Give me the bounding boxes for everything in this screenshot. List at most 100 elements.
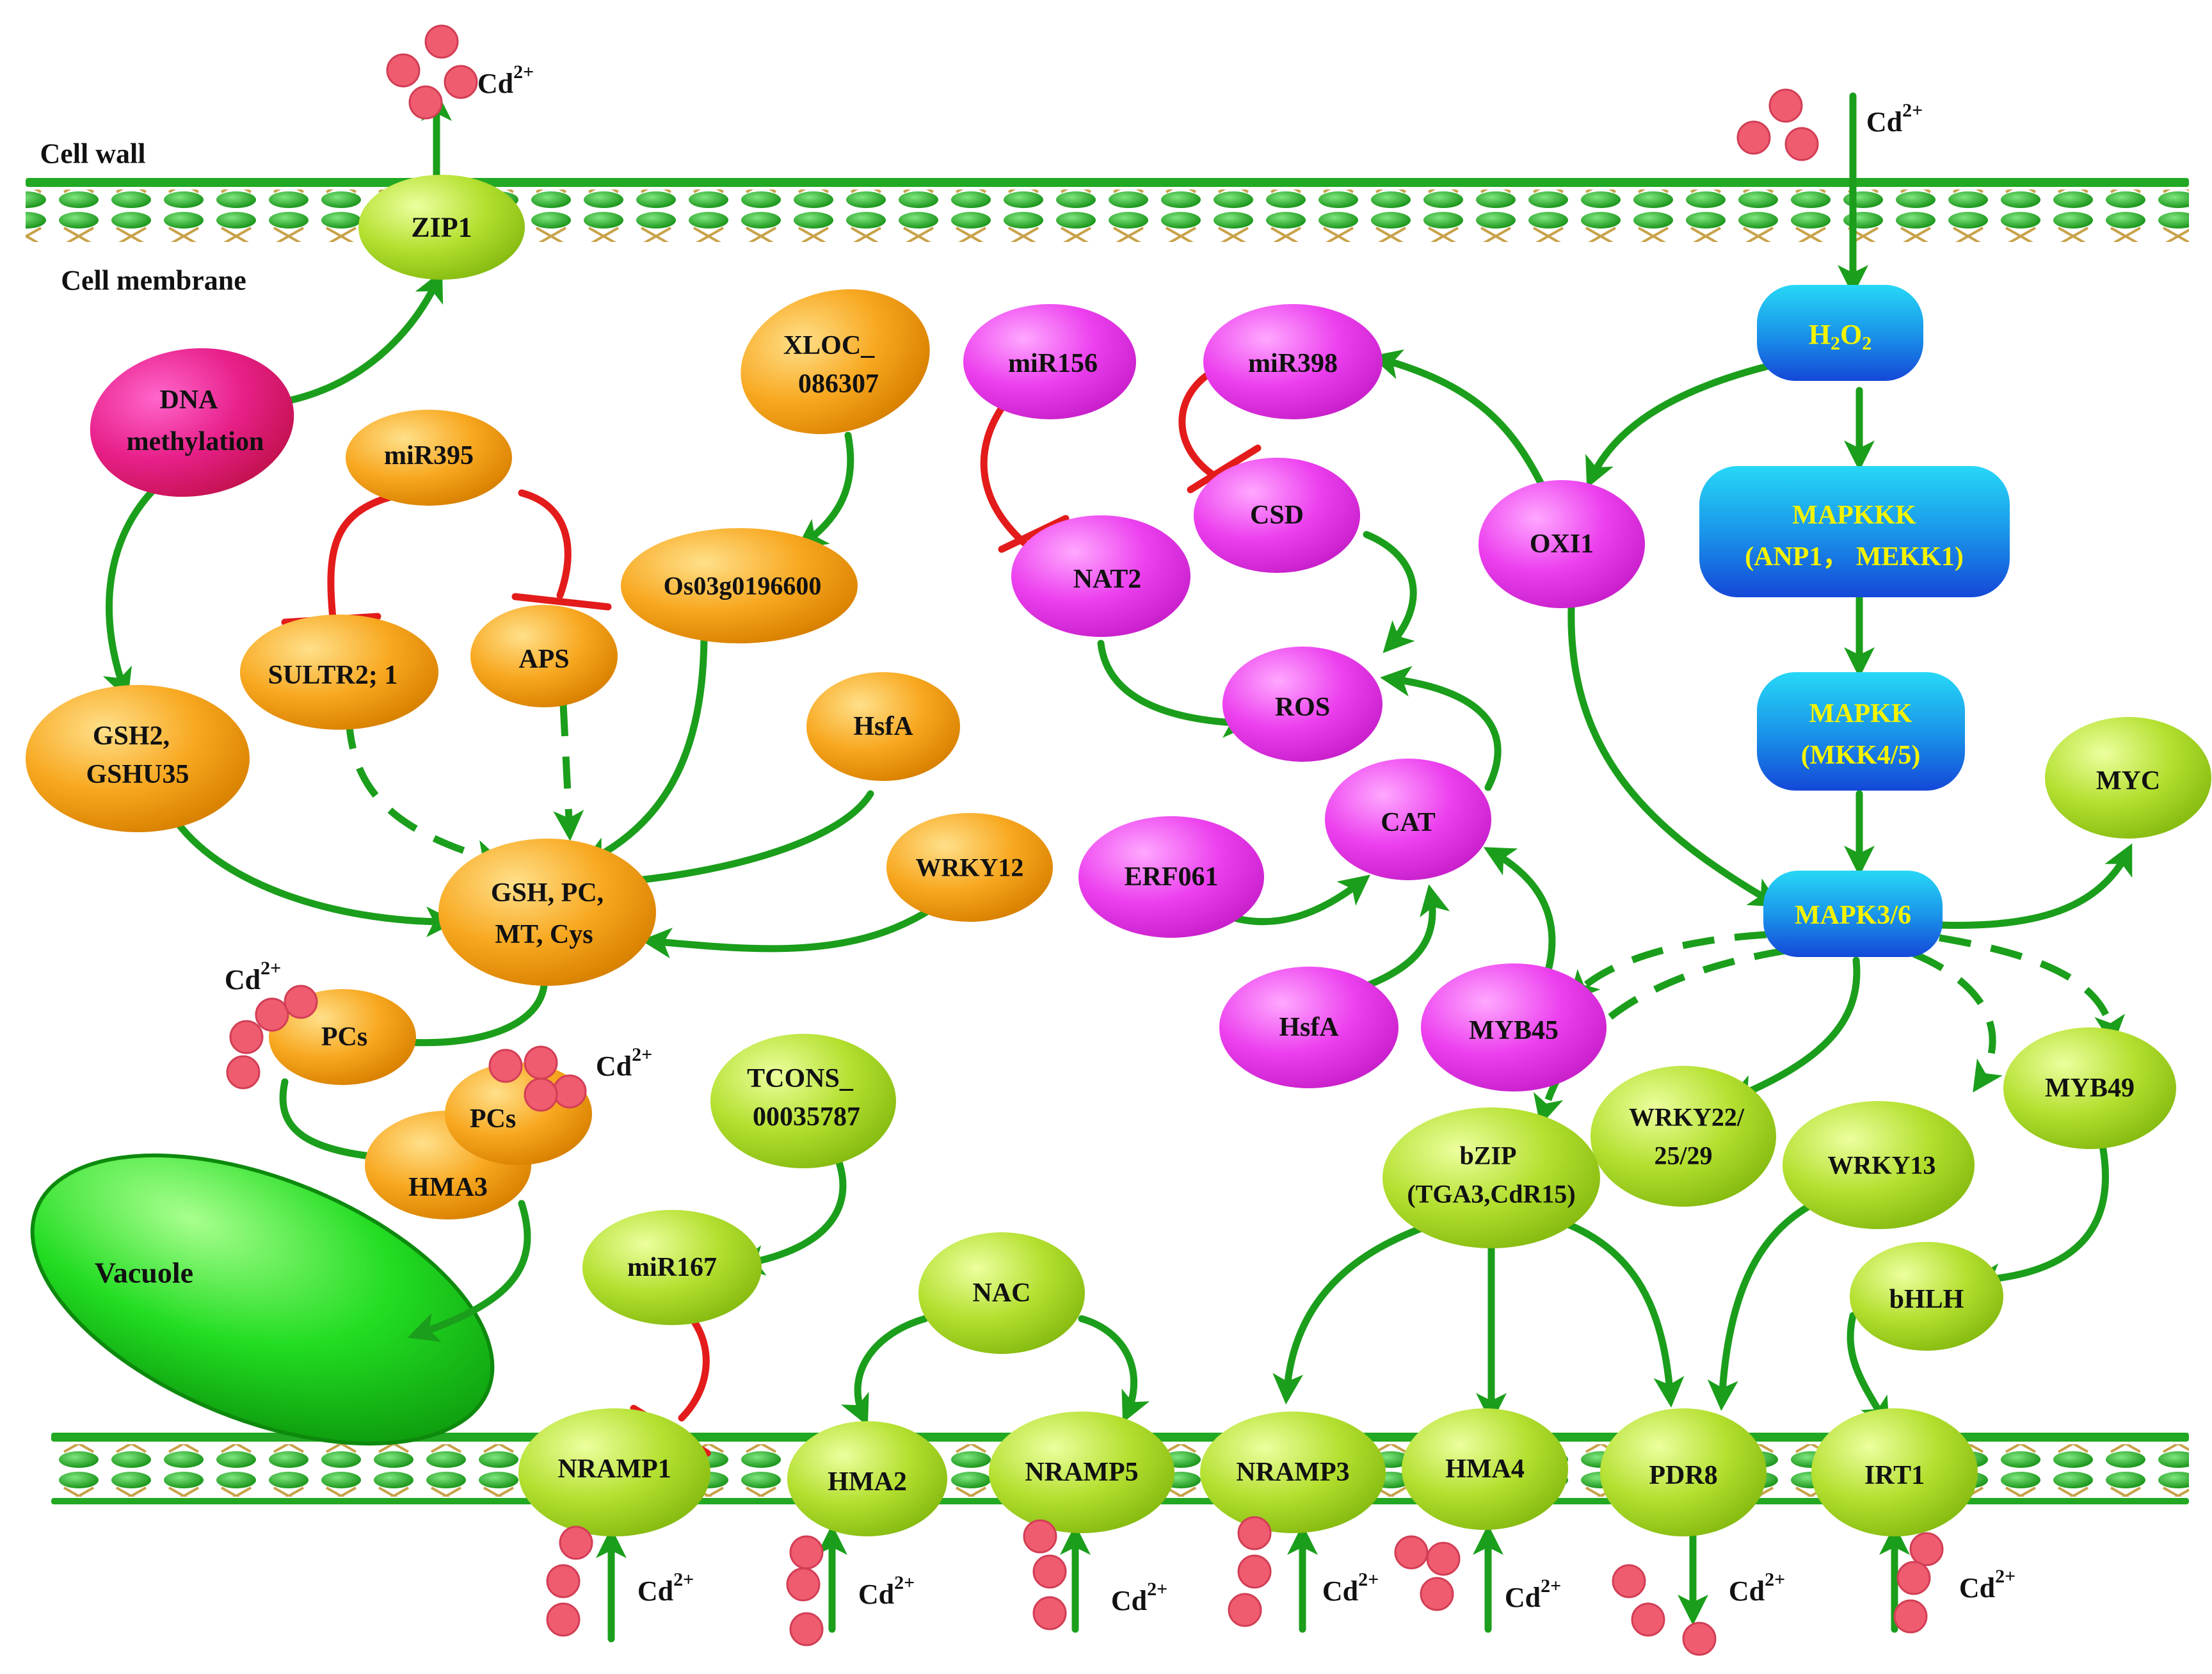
svg-text:25/29: 25/29 <box>1654 1141 1712 1170</box>
node-myb49[interactable]: MYB49 <box>2003 1027 2176 1149</box>
svg-text:methylation: methylation <box>127 427 264 456</box>
node-hma2[interactable]: HMA2 <box>787 1421 947 1536</box>
node-aps[interactable]: APS <box>470 605 618 707</box>
node-h2o2[interactable]: H2O2 <box>1757 285 1923 381</box>
inhibit-mir156-nat2 <box>980 399 1028 547</box>
node-mir167[interactable]: miR167 <box>582 1210 762 1325</box>
svg-text:00035787: 00035787 <box>753 1102 860 1132</box>
node-nat2[interactable]: NAT2 <box>1011 515 1190 637</box>
node-hma4[interactable]: HMA4 <box>1402 1408 1568 1530</box>
arrow-sultr-gsh <box>345 716 505 870</box>
arrow-hsfa-gsh <box>589 790 874 898</box>
node-hsfa-right[interactable]: HsfA <box>1219 967 1399 1088</box>
cd-label-hma2: Cd2+ <box>858 1572 915 1610</box>
node-mir398[interactable]: miR398 <box>1203 304 1382 419</box>
svg-text:XLOC_: XLOC_ <box>783 331 875 360</box>
node-dna-methylation[interactable]: DNA methylation <box>81 335 304 510</box>
arrow-hsfa-cat <box>1363 884 1450 990</box>
node-nramp1[interactable]: NRAMP1 <box>518 1408 710 1536</box>
node-cat[interactable]: CAT <box>1325 759 1491 880</box>
inhibit-mir398-csd-bar <box>1187 444 1262 494</box>
node-pdr8[interactable]: PDR8 <box>1600 1408 1767 1536</box>
node-gsh-pc[interactable]: GSH, PC, MT, Cys <box>438 839 656 986</box>
node-ros[interactable]: ROS <box>1222 647 1382 762</box>
svg-text:APS: APS <box>518 645 569 674</box>
node-sultr[interactable]: SULTR2; 1 <box>240 615 438 730</box>
arrow-mapk-myb49 <box>1939 934 2126 1046</box>
cd-ion-cluster-pdr8 <box>1612 1564 1717 1656</box>
arrow-dna-gsh2 <box>102 486 157 700</box>
svg-text:miR398: miR398 <box>1248 349 1338 378</box>
cd-ion-cluster-pcs1 <box>226 985 318 1090</box>
svg-text:IRT1: IRT1 <box>1864 1461 1925 1490</box>
cd-ion-cluster-nramp1 <box>546 1525 593 1637</box>
arrow-hma3-vacuole <box>407 1200 531 1342</box>
node-mir395[interactable]: miR395 <box>346 410 512 506</box>
cd-label-zip1: Cd2+ <box>477 61 534 99</box>
node-os03g[interactable]: Os03g0196600 <box>621 528 858 643</box>
svg-text:MT, Cys: MT, Cys <box>495 920 593 949</box>
node-wrky22[interactable]: WRKY22/ 25/29 <box>1591 1066 1776 1207</box>
node-oxi1[interactable]: OXI1 <box>1479 480 1645 608</box>
arrow-nac-nramp5 <box>1078 1315 1150 1423</box>
node-gsh2[interactable]: GSH2, GSHU35 <box>26 685 250 832</box>
svg-text:Vacuole: Vacuole <box>95 1257 193 1289</box>
svg-text:HsfA: HsfA <box>1279 1013 1339 1042</box>
node-mapkk[interactable]: MAPKK (MKK4/5) <box>1757 672 1965 791</box>
cd-label-pcs1: Cd2+ <box>225 958 281 995</box>
svg-text:miR395: miR395 <box>384 441 474 471</box>
cd-label-top-right: Cd2+ <box>1866 100 1923 138</box>
inhibit-mir395-aps <box>518 489 572 599</box>
svg-text:PDR8: PDR8 <box>1649 1461 1717 1490</box>
cd-ions <box>226 24 1944 1656</box>
svg-text:GSH2,: GSH2, <box>93 721 170 751</box>
node-zip1[interactable]: ZIP1 <box>358 175 525 280</box>
svg-text:(MKK4/5): (MKK4/5) <box>1801 741 1921 770</box>
node-nac[interactable]: NAC <box>918 1232 1085 1354</box>
svg-text:bZIP: bZIP <box>1460 1141 1517 1170</box>
node-myc[interactable]: MYC <box>2045 717 2211 839</box>
arrow-cat-ros <box>1380 666 1502 791</box>
cd-ion-cluster-hma4 <box>1394 1535 1461 1611</box>
node-tcons[interactable]: TCONS_ 00035787 <box>710 1034 896 1168</box>
svg-text:WRKY22/: WRKY22/ <box>1629 1103 1745 1132</box>
cd-label-irt1: Cd2+ <box>1959 1566 2016 1604</box>
cd-label-nramp1: Cd2+ <box>637 1569 694 1607</box>
cd-label-nramp3: Cd2+ <box>1322 1569 1379 1607</box>
cd-ion-cluster-top-right <box>1736 88 1819 161</box>
svg-text:ROS: ROS <box>1275 693 1330 722</box>
node-xloc[interactable]: XLOC_ 086307 <box>725 269 947 455</box>
svg-text:GSHU35: GSHU35 <box>86 760 189 789</box>
node-wrky13[interactable]: WRKY13 <box>1783 1101 1975 1229</box>
node-irt1[interactable]: IRT1 <box>1811 1408 1978 1536</box>
node-erf061[interactable]: ERF061 <box>1078 816 1264 938</box>
node-mapk[interactable]: MAPK3/6 <box>1763 871 1943 957</box>
arrow-mapk-myc <box>1936 843 2133 929</box>
node-mir156[interactable]: miR156 <box>963 304 1136 419</box>
cd-label-nramp5: Cd2+ <box>1111 1579 1167 1616</box>
svg-text:CAT: CAT <box>1381 808 1436 837</box>
arrow-wrky13-pdr8 <box>1707 1193 1831 1411</box>
cell-membrane-label: Cell membrane <box>61 265 246 296</box>
node-mapkkk[interactable]: MAPKKK (ANP1， MEKK1) <box>1699 466 2010 597</box>
svg-text:NRAMP1: NRAMP1 <box>557 1454 671 1484</box>
svg-text:OXI1: OXI1 <box>1530 529 1594 559</box>
node-hsfa-left[interactable]: HsfA <box>806 672 960 781</box>
arrow-csd-ros <box>1363 531 1417 654</box>
node-bhlh[interactable]: bHLH <box>1850 1242 2003 1351</box>
node-bzip[interactable]: bZIP (TGA3,CdR15) <box>1382 1107 1600 1248</box>
arrow-h2o2-oxi1 <box>1585 361 1777 488</box>
svg-text:miR167: miR167 <box>627 1253 717 1282</box>
svg-text:NRAMP5: NRAMP5 <box>1025 1458 1138 1487</box>
node-nramp5[interactable]: NRAMP5 <box>989 1412 1174 1533</box>
svg-text:SULTR2; 1: SULTR2; 1 <box>268 661 398 690</box>
svg-text:miR156: miR156 <box>1008 349 1098 378</box>
node-wrky12[interactable]: WRKY12 <box>886 813 1053 922</box>
inhibit-mir398-csd <box>1178 367 1220 481</box>
arrow-dna-zip1 <box>287 270 444 404</box>
node-myb45[interactable]: MYB45 <box>1421 963 1607 1091</box>
svg-text:086307: 086307 <box>798 369 879 399</box>
node-csd[interactable]: CSD <box>1194 458 1360 573</box>
svg-text:WRKY13: WRKY13 <box>1828 1151 1936 1180</box>
node-nramp3[interactable]: NRAMP3 <box>1200 1412 1386 1533</box>
